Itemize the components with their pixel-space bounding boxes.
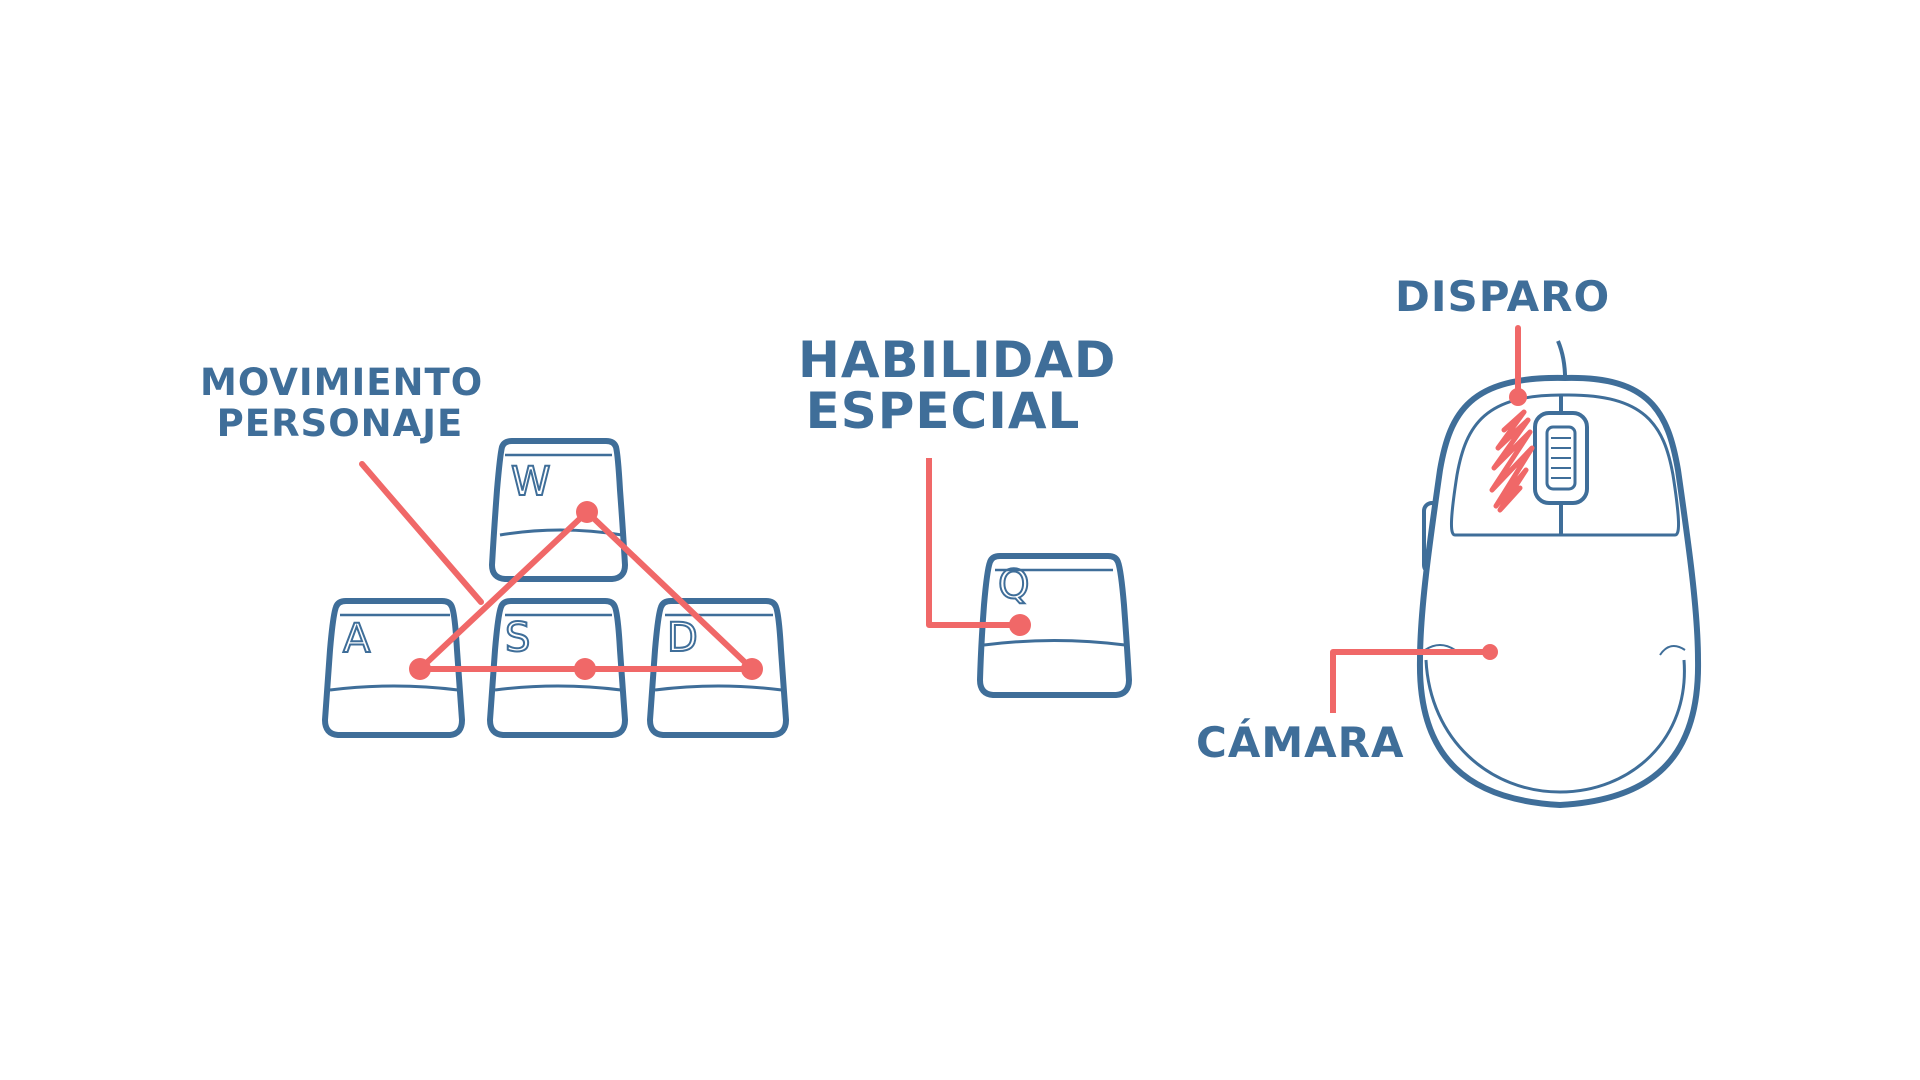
key-w: W <box>489 438 628 582</box>
key-s-letter: S <box>505 615 530 661</box>
special-ability-label: HABILIDAD ESPECIAL <box>798 331 1117 440</box>
key-q-marker <box>1009 614 1031 636</box>
movement-label-line-1: MOVIMIENTO <box>200 361 484 404</box>
key-q: Q <box>977 553 1132 698</box>
key-a-marker <box>409 658 431 680</box>
key-d-marker <box>741 658 763 680</box>
camera-connector <box>1330 644 1498 713</box>
movement-connector <box>359 461 763 680</box>
camera-label: CÁMARA <box>1196 718 1405 767</box>
special-label-line-2: ESPECIAL <box>805 382 1081 440</box>
camera-marker <box>1482 644 1498 660</box>
key-a: A <box>322 598 465 738</box>
special-label-line-1: HABILIDAD <box>798 331 1117 389</box>
key-w-letter: W <box>511 459 551 505</box>
special-connector <box>926 458 1031 636</box>
movement-label-line-2: PERSONAJE <box>216 402 464 446</box>
fire-connector <box>1509 325 1527 406</box>
mouse <box>1416 340 1702 808</box>
fire-label: DISPARO <box>1395 272 1611 321</box>
key-s-marker <box>574 658 596 680</box>
left-click-highlight <box>1489 409 1535 513</box>
movement-label: MOVIMIENTO PERSONAJE <box>200 361 484 446</box>
key-a-letter: A <box>343 616 371 662</box>
key-w-marker <box>576 501 598 523</box>
key-d-letter: D <box>667 615 698 661</box>
fire-marker <box>1509 388 1527 406</box>
key-q-letter: Q <box>998 562 1029 608</box>
